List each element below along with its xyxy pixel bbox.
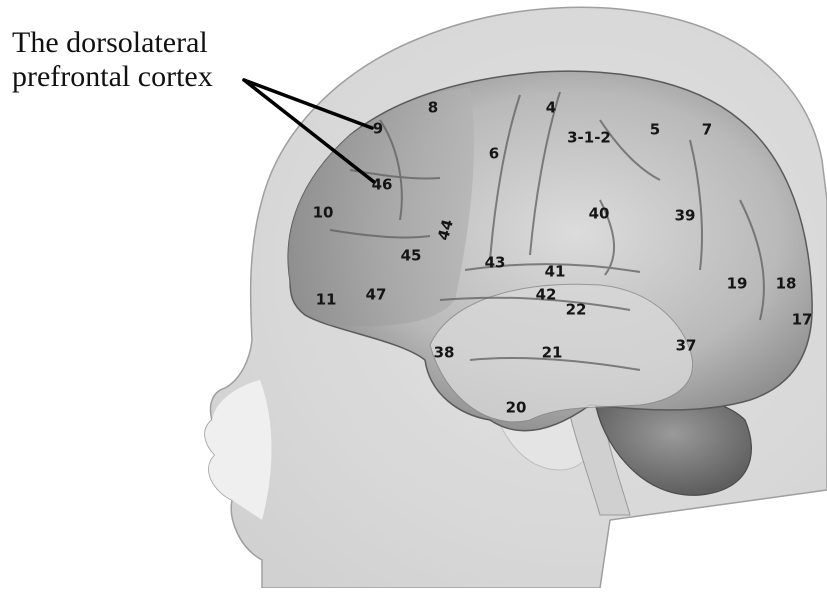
brodmann-area-45: 45 [401, 247, 422, 265]
brodmann-area-22: 22 [566, 301, 587, 319]
brodmann-area-11: 11 [316, 291, 337, 309]
brodmann-area-6: 6 [489, 145, 499, 163]
brodmann-area-47: 47 [366, 286, 387, 304]
brodmann-area-42: 42 [536, 286, 557, 304]
brodmann-area-19: 19 [727, 275, 748, 293]
caption-line-2: prefrontal cortex [12, 60, 213, 94]
brodmann-area-18: 18 [776, 275, 797, 293]
brodmann-area-17: 17 [792, 311, 813, 329]
brodmann-area-9: 9 [373, 120, 383, 138]
brodmann-area-7: 7 [702, 121, 712, 139]
brodmann-area-10: 10 [313, 204, 334, 222]
brodmann-area-43: 43 [485, 254, 506, 272]
caption: The dorsolateral prefrontal cortex [12, 26, 213, 94]
brodmann-area-39: 39 [675, 207, 696, 225]
brodmann-area-40: 40 [589, 205, 610, 223]
caption-line-1: The dorsolateral [12, 26, 213, 60]
brodmann-area-3-1-2: 3-1-2 [567, 129, 611, 147]
brodmann-area-37: 37 [676, 337, 697, 355]
brodmann-area-5: 5 [650, 121, 660, 139]
brodmann-area-38: 38 [434, 344, 455, 362]
brodmann-area-21: 21 [542, 344, 563, 362]
brodmann-area-20: 20 [506, 399, 527, 417]
brodmann-area-8: 8 [428, 99, 438, 117]
brodmann-area-46: 46 [372, 176, 393, 194]
brodmann-area-41: 41 [545, 263, 566, 281]
brodmann-area-4: 4 [546, 99, 556, 117]
